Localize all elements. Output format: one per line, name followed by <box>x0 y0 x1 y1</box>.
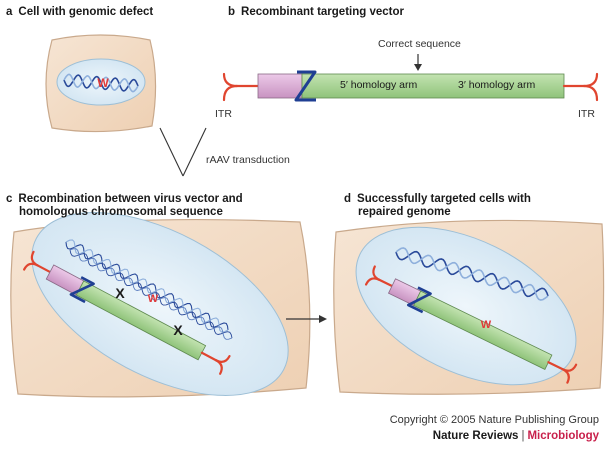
z-break-mark <box>294 70 317 102</box>
crossover-mark-lower: X <box>173 322 183 338</box>
itr-left-label: ITR <box>215 108 232 120</box>
panel-c-chromosome-dna <box>65 239 233 340</box>
panel-d-title-line1: Successfully targeted cells with <box>357 193 531 205</box>
journal-section: Microbiology <box>527 430 599 442</box>
panel-a-title-text: Cell with genomic defect <box>18 6 154 18</box>
journal-separator: | <box>521 430 525 442</box>
panel-d-cell <box>333 219 605 395</box>
crossover-mark-upper: X <box>115 285 125 301</box>
panel-d-letter: d <box>344 193 352 205</box>
panel-b-title: b Recombinant targeting vector <box>228 6 404 19</box>
panel-c-defect-marker: W <box>148 293 159 305</box>
itr-right-hairpin <box>562 72 599 102</box>
defect-marker: W <box>97 76 109 90</box>
journal-credit: Nature Reviews|Microbiology <box>433 430 599 442</box>
panel-d-chromosome <box>364 265 578 384</box>
arm-3-label: 3′ homology arm <box>458 79 536 91</box>
panel-a-letter: a <box>6 6 13 18</box>
vector-purple-segment <box>257 73 303 99</box>
panel-c-title-line2: homologous chromosomal sequence <box>19 206 223 218</box>
transduction-label: rAAV transduction <box>206 154 290 166</box>
itr-left-hairpin <box>222 72 262 102</box>
panel-c-title-line1: Recombination between virus vector and <box>18 193 243 205</box>
panel-d-dna-helix <box>395 247 549 301</box>
copyright-text: Copyright © 2005 Nature Publishing Group <box>389 414 599 426</box>
panel-c-nucleus <box>31 212 289 396</box>
panel-a-title: a Cell with genomic defect <box>6 6 153 19</box>
transduction-v-arrow <box>159 127 207 177</box>
panel-b-vector <box>222 54 599 102</box>
journal-name: Nature Reviews <box>432 430 519 442</box>
panel-c-vector <box>23 250 231 375</box>
correct-sequence-arrow <box>414 54 422 71</box>
panel-c-letter: c <box>6 193 13 205</box>
panel-a-dna-helix <box>63 73 139 93</box>
repaired-marker: W <box>481 319 492 331</box>
arm-5-label: 5′ homology arm <box>340 79 418 91</box>
panel-c-cell <box>10 212 311 398</box>
correct-sequence-label: Correct sequence <box>378 38 461 50</box>
panel-d-title-line2: repaired genome <box>358 206 451 218</box>
itr-right-label: ITR <box>578 108 595 120</box>
panel-b-title-text: Recombinant targeting vector <box>241 6 404 18</box>
panel-b-letter: b <box>228 6 236 18</box>
result-arrow <box>286 315 327 323</box>
panel-a-cell <box>45 34 157 133</box>
panel-d-title: d Successfully targeted cells with repair… <box>344 193 531 219</box>
